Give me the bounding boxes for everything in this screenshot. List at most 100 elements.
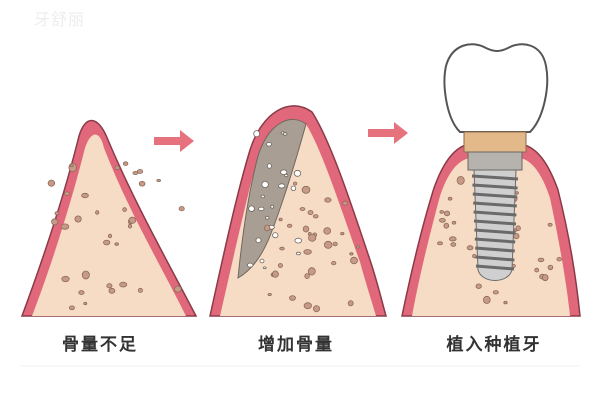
bone-particle — [448, 236, 457, 242]
bone-particle — [265, 215, 270, 220]
bone-particle — [83, 301, 88, 306]
bone-particle — [156, 178, 162, 182]
bone-particle — [443, 222, 450, 229]
bone-particle — [103, 239, 111, 246]
graft-particles — [247, 130, 303, 270]
bone-graft-area — [237, 119, 307, 279]
bone-particle — [303, 302, 312, 310]
caption-stage-2: 增加骨量 — [258, 334, 334, 355]
bone-particle — [68, 305, 75, 311]
bone-particle — [267, 292, 272, 296]
bone-particle — [349, 252, 354, 256]
bone-particle — [248, 205, 255, 212]
bone-particle — [515, 225, 521, 232]
bone-particle — [261, 180, 269, 188]
bone-particle — [438, 218, 446, 223]
bone-particle — [78, 290, 85, 295]
bone-particle — [350, 256, 358, 265]
bone-particle — [547, 222, 553, 227]
panel-insufficient-bone — [20, 119, 198, 317]
bone-particle — [451, 220, 457, 225]
bone-particle — [283, 132, 288, 136]
thread-line — [473, 210, 517, 217]
bone-particle — [54, 211, 60, 216]
bone-particle — [81, 270, 90, 280]
bone-particle — [60, 223, 70, 230]
bone-particle — [289, 295, 296, 301]
bone-particle — [323, 227, 332, 235]
thread-line — [474, 237, 516, 244]
bone-particle — [69, 164, 74, 168]
thread-line — [473, 219, 517, 226]
bone-particle — [324, 197, 332, 203]
thread-line — [475, 255, 515, 262]
bone-particles — [47, 161, 185, 311]
bone-particle — [122, 207, 127, 212]
bone-particles — [264, 181, 360, 313]
bone-particle — [299, 207, 306, 211]
bone-particle — [278, 183, 286, 189]
bone-particle — [127, 223, 133, 229]
bone-particle — [450, 242, 457, 247]
arrow-right-icon — [368, 122, 408, 144]
bone-particle — [534, 267, 540, 273]
bone-particle — [503, 300, 508, 305]
thread-line — [472, 192, 518, 199]
bone-particle — [312, 214, 319, 219]
bone-particle — [292, 181, 298, 186]
bone-particle — [47, 179, 56, 187]
bone-particle — [439, 210, 444, 214]
bone-particle — [340, 232, 345, 236]
bone-particle — [128, 216, 137, 224]
bone-particle — [303, 249, 312, 255]
implant-threads — [471, 174, 519, 271]
bone-particle — [492, 290, 499, 295]
caption-stage-3: 植入种植牙 — [447, 334, 542, 355]
bone-particle — [447, 196, 453, 201]
panel-implant-placement — [401, 43, 581, 317]
bone-particle — [272, 232, 279, 239]
bone-particle — [279, 246, 285, 251]
bone-particle — [277, 263, 283, 268]
bone-particle — [253, 130, 261, 138]
bone-particle — [137, 287, 143, 293]
bone-particle — [64, 191, 71, 196]
caption-stage-1: 骨量不足 — [62, 334, 138, 355]
bone-particle — [174, 285, 182, 293]
thread-line — [472, 183, 518, 190]
bone-particle — [114, 165, 120, 171]
bone-particle — [312, 305, 320, 313]
implant-abutment — [463, 131, 527, 153]
bone-particle — [301, 185, 311, 194]
thread-line — [475, 246, 515, 253]
bone-particle — [475, 283, 482, 289]
bone-particle — [332, 241, 338, 247]
bone-particle — [541, 274, 549, 282]
bone-particle — [456, 175, 465, 185]
bone-particle — [61, 275, 70, 283]
bone-particle — [255, 237, 262, 244]
bone-particle — [51, 218, 59, 226]
bone-particle — [331, 260, 337, 266]
bone-particle — [304, 273, 310, 280]
bone-particle — [355, 245, 360, 249]
bone-particle — [547, 264, 554, 271]
bone-particle — [443, 210, 451, 217]
bone-particle — [106, 283, 113, 289]
bone-particle — [307, 267, 316, 276]
bone-particle — [258, 206, 265, 212]
panel-bone-augmentation — [209, 105, 387, 317]
bone-particle — [290, 185, 297, 191]
bone-particle — [293, 169, 302, 177]
bone-particle — [302, 225, 310, 233]
bone-particle — [436, 241, 443, 246]
bone-particle — [280, 169, 288, 176]
thread-line — [475, 264, 515, 271]
bone-particle — [347, 300, 354, 307]
bone-particle — [108, 287, 116, 294]
bone-particle — [247, 262, 254, 268]
bone-particle — [270, 204, 275, 209]
bone-particle — [294, 237, 303, 244]
watermark-logo: 牙舒丽 — [34, 10, 86, 29]
bone-particle — [482, 295, 491, 304]
